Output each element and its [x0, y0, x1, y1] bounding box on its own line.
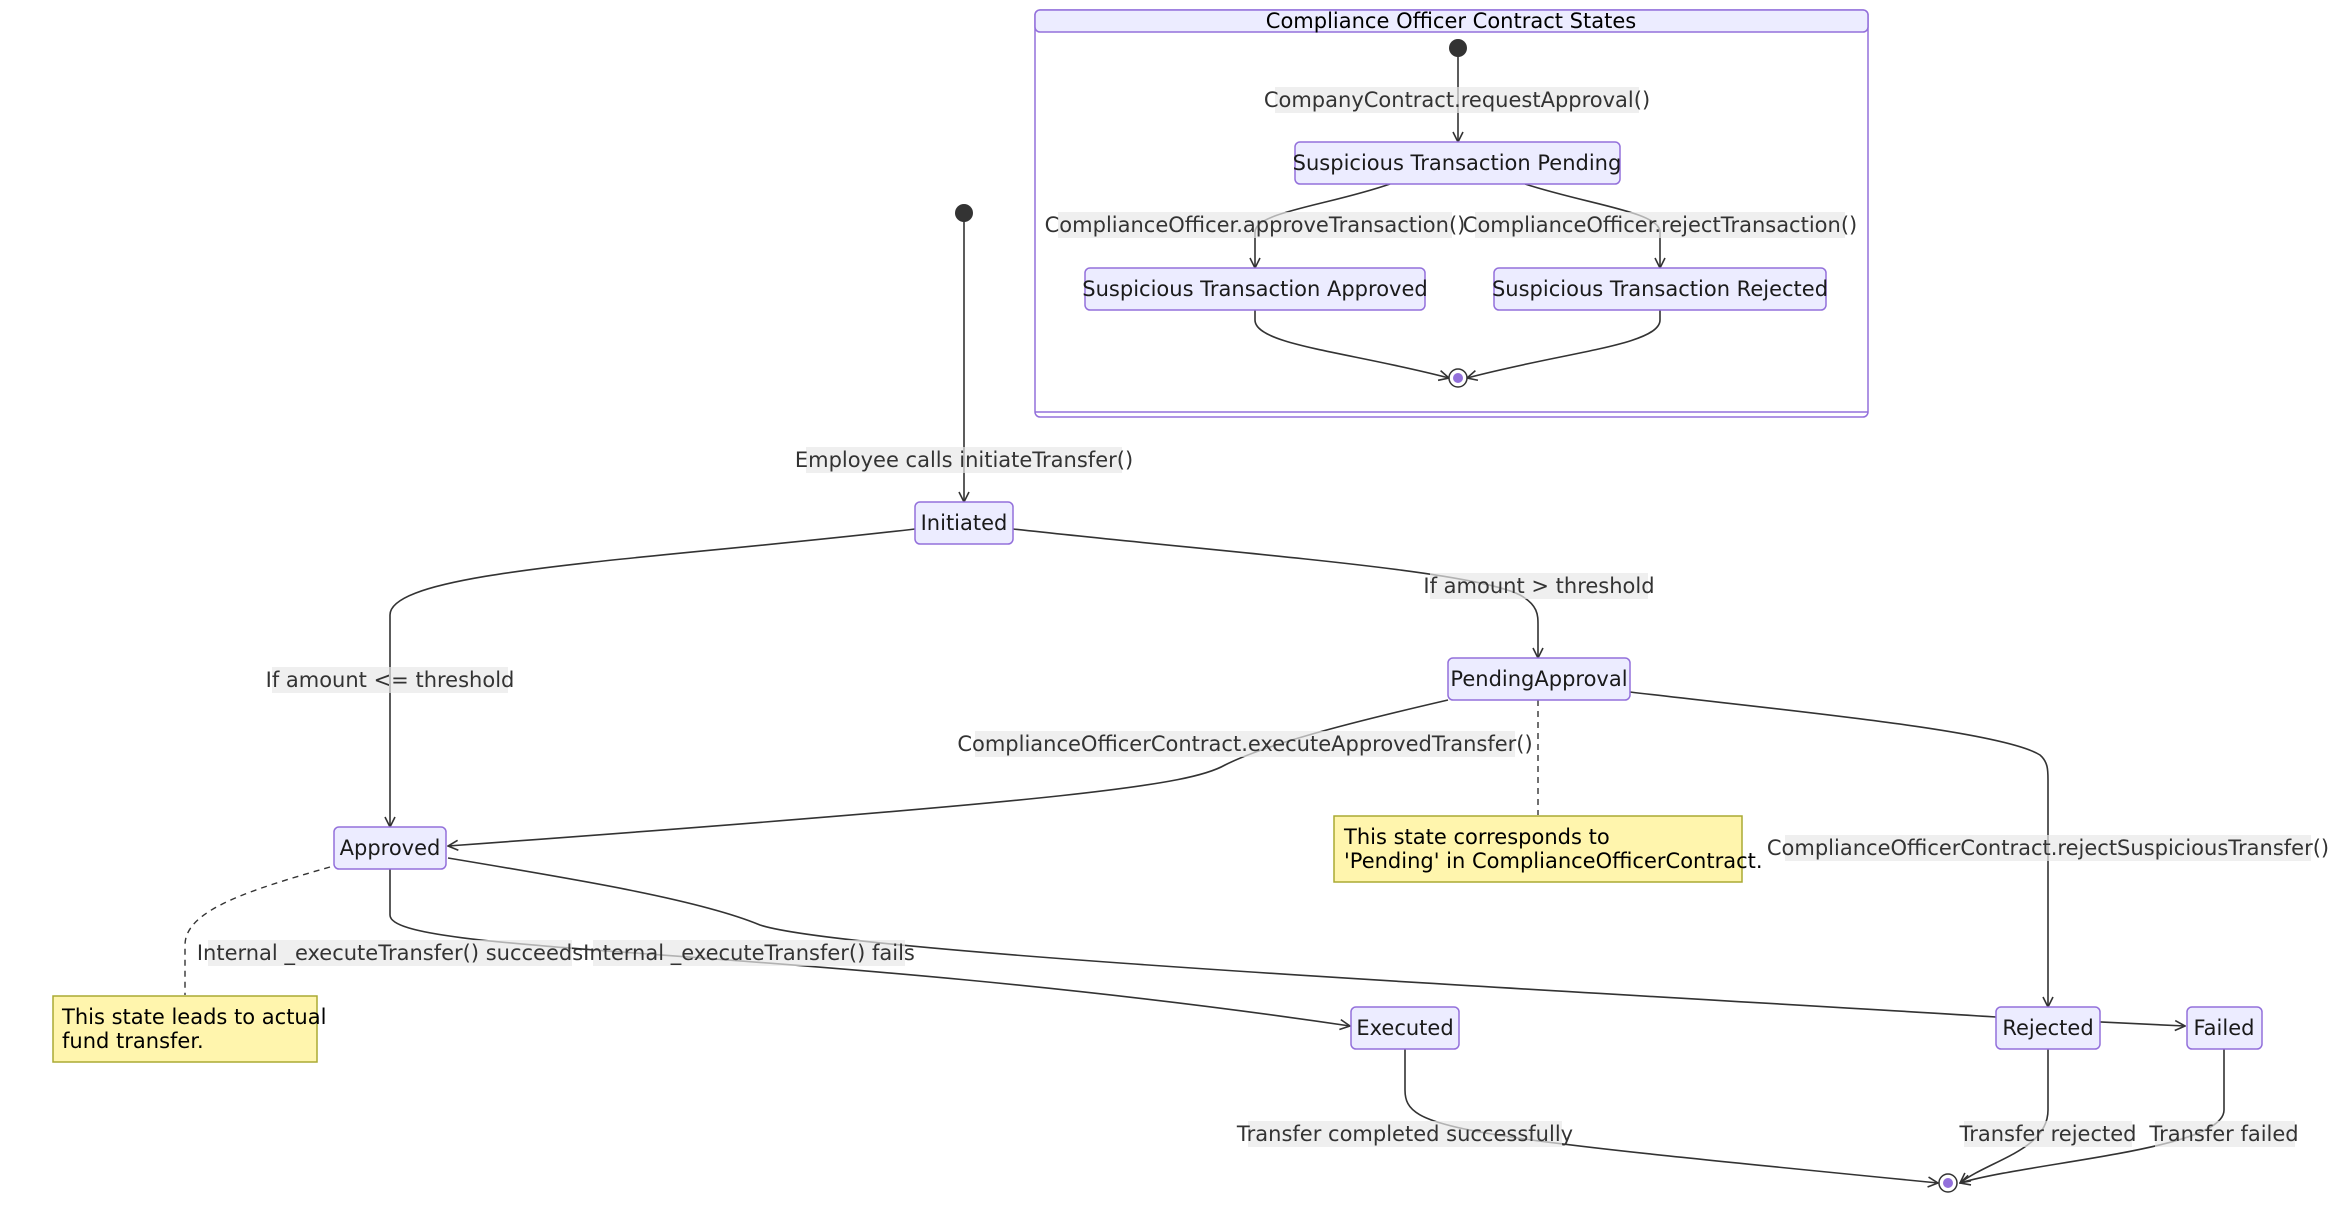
end-node: [1938, 1173, 1958, 1193]
note-pending-line-1: This state corresponds to: [1343, 825, 1610, 849]
label-execute-approved: ComplianceOfficerContract.executeApprove…: [957, 732, 1532, 756]
state-pending-approval: PendingApproval: [1447, 657, 1631, 701]
label-start: Employee calls initiateTransfer(): [795, 448, 1133, 472]
label-comp-approve: ComplianceOfficer.approveTransaction(): [1045, 213, 1466, 237]
edge-comp-approved-end: [1254, 310, 1449, 378]
edge-pending-rejected: [1629, 691, 2048, 1007]
note-connector-approved: [184, 866, 331, 995]
label-comp-request: CompanyContract.requestApproval(): [1264, 88, 1650, 112]
composite-start-node: [1449, 39, 1467, 57]
state-approved: Approved: [333, 826, 447, 870]
note-connectors: [184, 700, 1539, 995]
state-executed: Executed: [1350, 1006, 1460, 1050]
label-comp-reject: ComplianceOfficer.rejectTransaction(): [1463, 213, 1857, 237]
edge-pending-approved: [448, 699, 1449, 846]
label-reject-suspicious: ComplianceOfficerContract.rejectSuspicio…: [1767, 836, 2329, 860]
state-suspicious-pending: Suspicious Transaction Pending: [1293, 141, 1622, 185]
edge-initiated-approved: [390, 528, 916, 827]
note-pending: This state corresponds to 'Pending' in C…: [1333, 815, 1763, 883]
label-fails: Internal _executeTransfer() fails: [583, 941, 915, 966]
edge-approved-failed: [447, 857, 2185, 1026]
state-label: Approved: [340, 836, 441, 860]
note-approved-line-1: This state leads to actual: [61, 1005, 326, 1029]
state-rejected: Rejected: [1995, 1006, 2101, 1050]
state-suspicious-rejected: Suspicious Transaction Rejected: [1492, 267, 1828, 311]
label-to-approved: If amount <= threshold: [266, 668, 515, 692]
label-completed: Transfer completed successfully: [1236, 1122, 1573, 1146]
composite-title: Compliance Officer Contract States: [1266, 9, 1636, 33]
edge-rejected-end: [1960, 1048, 2049, 1183]
edge-comp-rejected-end: [1467, 310, 1661, 378]
state-label: Suspicious Transaction Rejected: [1492, 277, 1828, 301]
label-succeeds: Internal _executeTransfer() succeeds: [197, 941, 583, 966]
state-label: Suspicious Transaction Approved: [1082, 277, 1427, 301]
state-label: Suspicious Transaction Pending: [1293, 151, 1622, 175]
state-label: PendingApproval: [1450, 667, 1627, 691]
label-rejected-end: Transfer rejected: [1959, 1122, 2137, 1146]
note-approved: This state leads to actual fund transfer…: [52, 995, 326, 1063]
state-failed: Failed: [2186, 1006, 2263, 1050]
label-failed-end: Transfer failed: [2148, 1122, 2298, 1146]
composite-end-node: [1448, 368, 1468, 388]
state-label: Initiated: [921, 511, 1008, 535]
start-node: [955, 204, 973, 222]
note-pending-line-2: 'Pending' in ComplianceOfficerContract.: [1344, 849, 1763, 873]
state-label: Rejected: [2002, 1016, 2093, 1040]
note-approved-line-2: fund transfer.: [62, 1029, 204, 1053]
state-label: Failed: [2194, 1016, 2255, 1040]
label-to-pending: If amount > threshold: [1423, 574, 1654, 598]
edge-failed-end: [1960, 1048, 2225, 1183]
state-suspicious-approved: Suspicious Transaction Approved: [1082, 267, 1428, 311]
state-label: Executed: [1356, 1016, 1453, 1040]
state-initiated: Initiated: [914, 501, 1014, 545]
edge-executed-end: [1404, 1048, 1938, 1183]
